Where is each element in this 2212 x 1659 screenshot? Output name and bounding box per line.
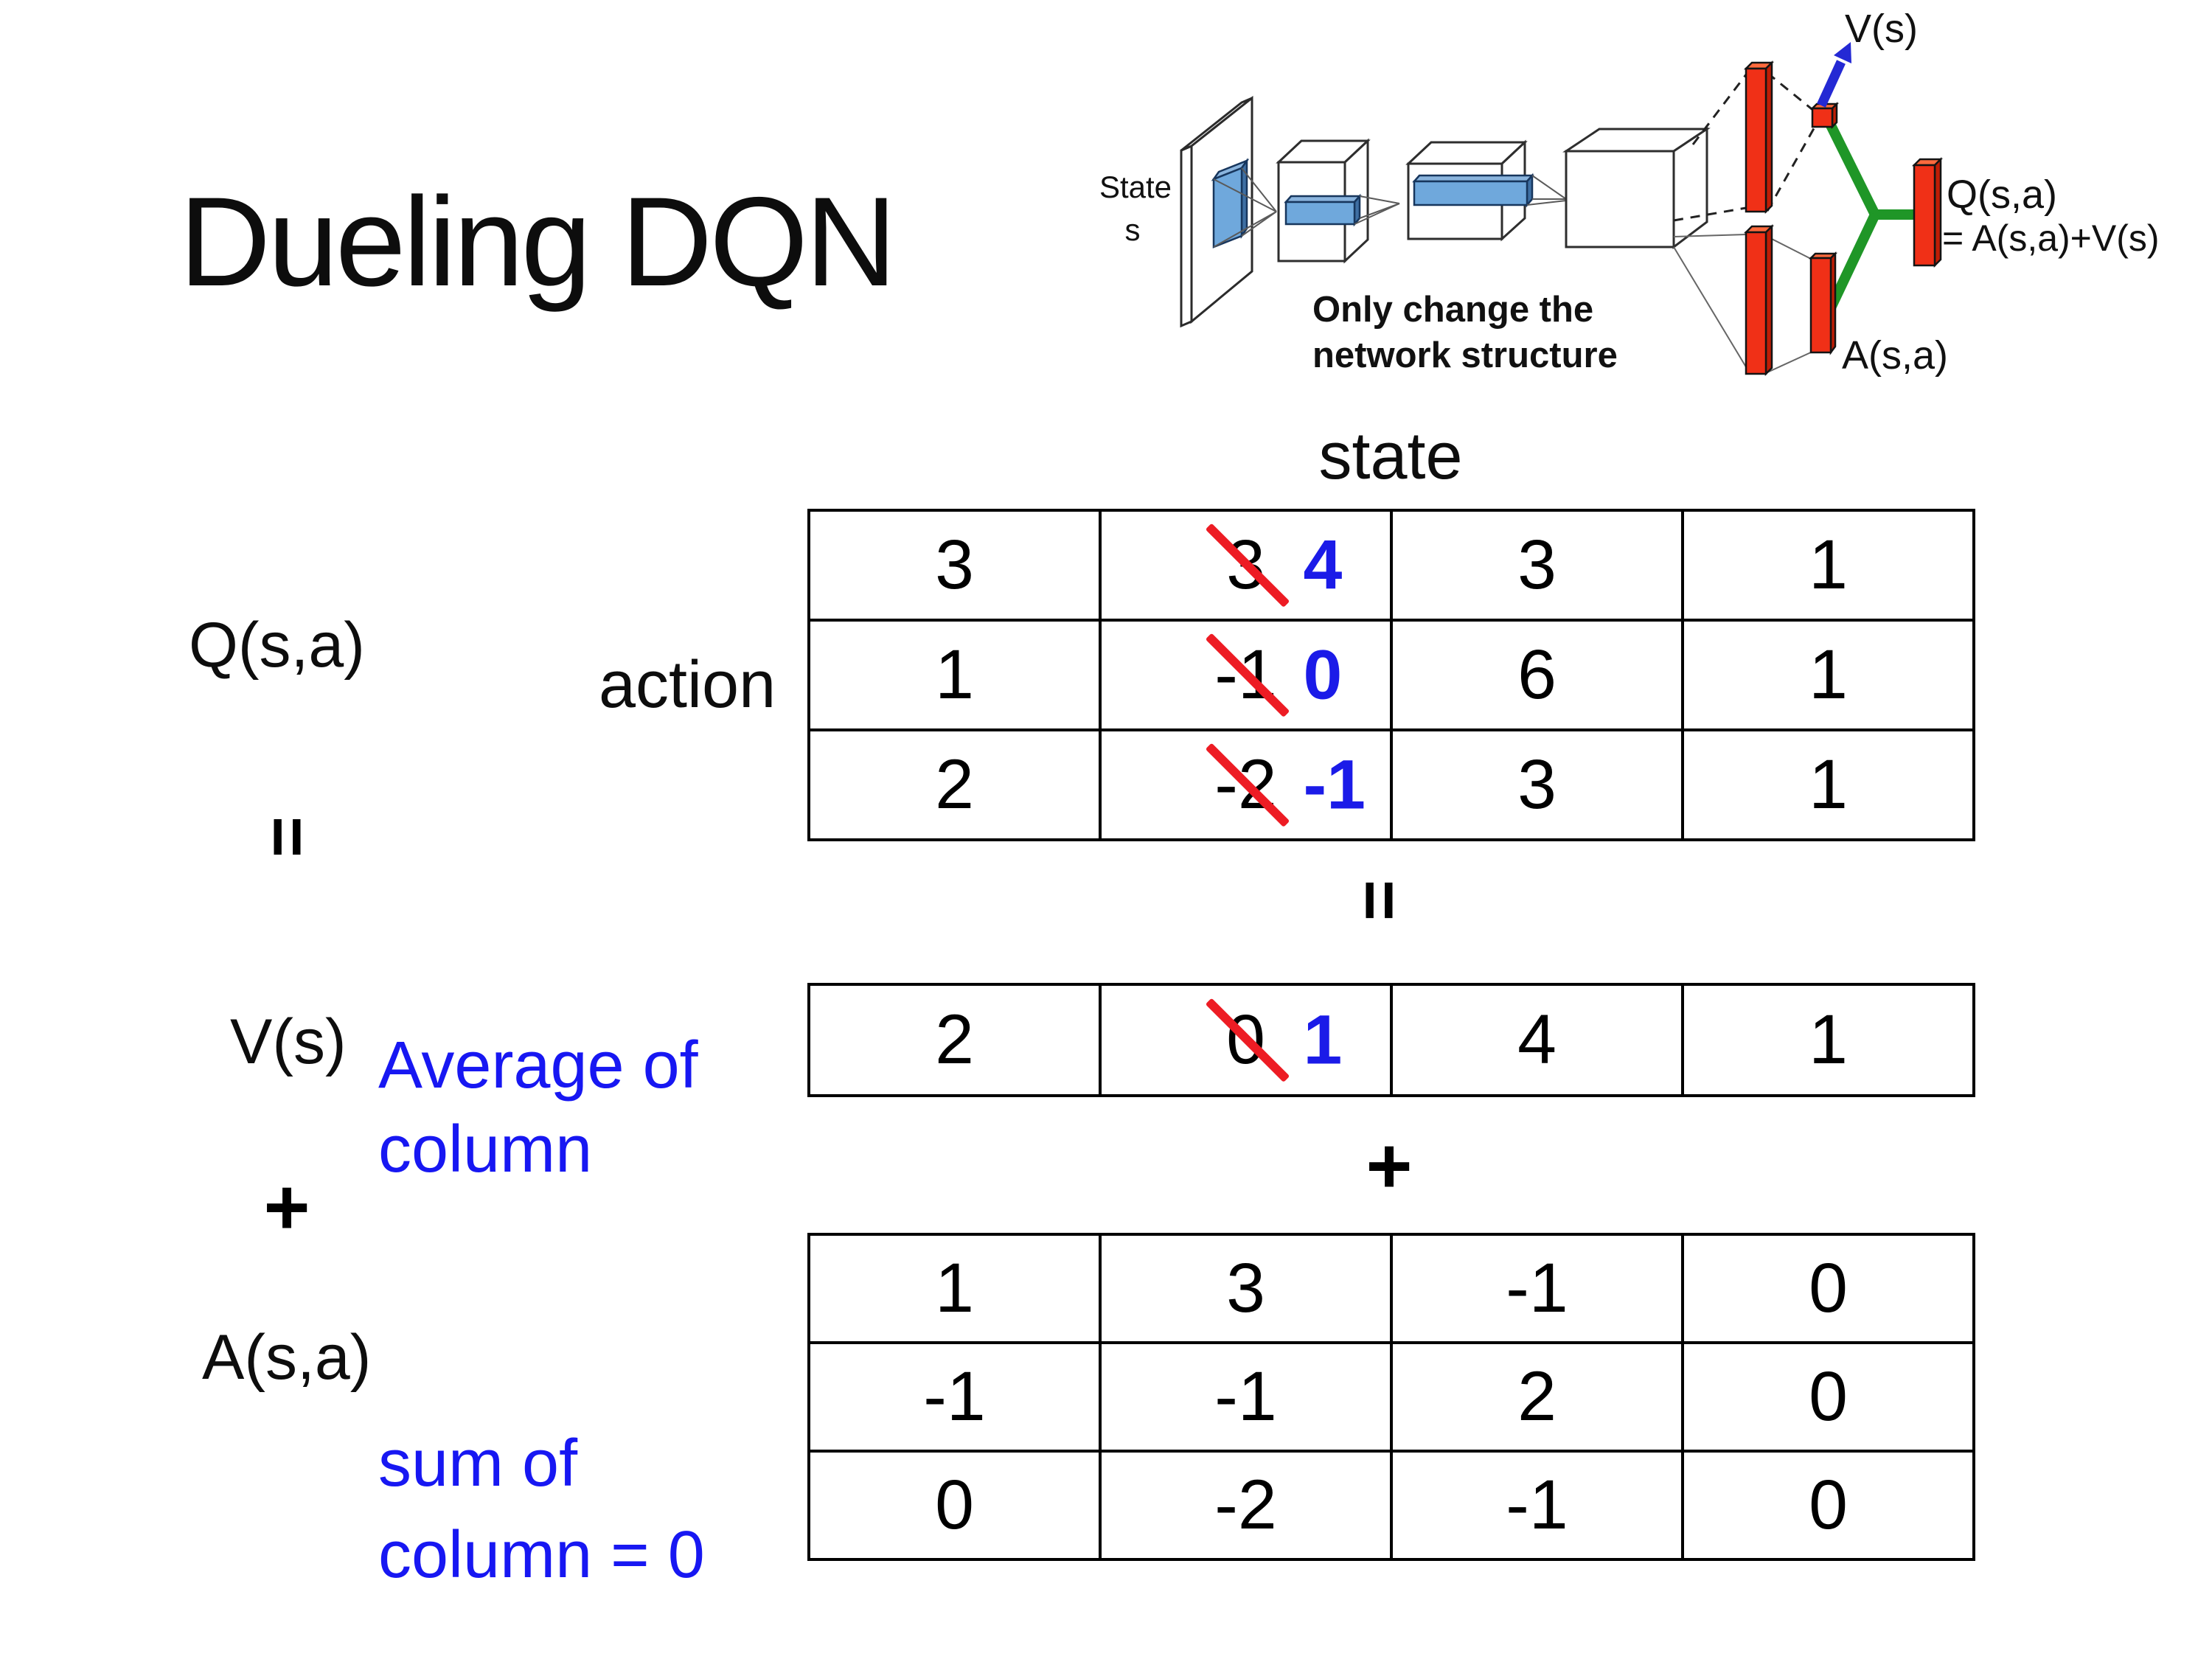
q-value-table: 3 3 4 3 1 1 -1 0 6 1 (807, 509, 1975, 841)
diagram-state-s-label: s (1125, 212, 1141, 247)
state-axis-label: state (1318, 420, 1463, 493)
v-cell-corrected: 0 1 (1099, 983, 1393, 1097)
diagram-q-formula-label: = A(s,a)+V(s) (1942, 218, 2160, 259)
action-axis-label: action (599, 648, 776, 722)
q-output-bar (1911, 156, 1944, 268)
advantage-stream-lines (1673, 234, 1813, 373)
table-row: 2 -2 -1 3 1 (807, 728, 1975, 841)
a-matrix-label: A(s,a) (202, 1322, 372, 1393)
v-output-arrow (1817, 42, 1851, 108)
a-cell: -2 (1099, 1450, 1393, 1561)
v-node-box (1809, 101, 1840, 130)
equals-sign-center: = (1340, 879, 1419, 922)
q-cell: 1 (1681, 509, 1975, 622)
slide-title: Dueling DQN (179, 171, 897, 313)
table-row: 1 -1 0 6 1 (807, 619, 1975, 731)
q-cell-corrected: -1 0 (1099, 619, 1393, 731)
diagram-state-label: State (1099, 170, 1172, 204)
dueling-network-diagram: State s V(s) Q(s,a) = A(s,a)+V(s) A(s,a)… (1099, 7, 2160, 378)
q-cell: 6 (1390, 619, 1684, 731)
conv-fan-lines-1 (1213, 167, 1277, 248)
plus-sign-center: + (1366, 1121, 1413, 1210)
v-cell: 4 (1390, 983, 1684, 1097)
q-cell: 2 (807, 728, 1102, 841)
a-cell: 1 (807, 1233, 1102, 1344)
v-matrix-label: V(s) (230, 1006, 347, 1077)
a-cell: 0 (1681, 1450, 1975, 1561)
diagram-q-output-label: Q(s,a) (1947, 173, 2057, 217)
a-cell: -1 (1390, 1450, 1684, 1561)
q-cell: 3 (1390, 509, 1684, 622)
diagram-note-line2: network structure (1312, 335, 1618, 375)
value-stream-dashed-lines (1673, 70, 1818, 222)
table-row: 3 3 4 3 1 (807, 509, 1975, 622)
equals-sign-left: = (248, 815, 327, 858)
sum-note-line1: sum of (378, 1427, 578, 1500)
v-value-table: 2 0 1 4 1 (807, 983, 1975, 1097)
fc-layer-bar-top (1743, 60, 1775, 215)
q-matrix-label: Q(s,a) (189, 610, 365, 681)
conv-fan-lines-3 (1526, 175, 1567, 206)
table-row: 1 3 -1 0 (807, 1233, 1975, 1344)
corrected-value: -1 (1303, 745, 1366, 824)
feature-bar-2 (1412, 173, 1534, 208)
a-cell: -1 (1099, 1341, 1393, 1453)
diagram-note-line1: Only change the (1312, 290, 1593, 330)
table-row: -1 -1 2 0 (807, 1341, 1975, 1453)
q-cell-corrected: -2 -1 (1099, 728, 1393, 841)
aggregation-connector (1822, 121, 1916, 319)
plus-sign-left: + (263, 1162, 310, 1251)
a-value-table: 1 3 -1 0 -1 -1 2 0 0 -2 -1 0 (807, 1233, 1975, 1561)
diagram-a-output-label: A(s,a) (1842, 333, 1948, 378)
q-cell: 3 (807, 509, 1102, 622)
v-cell: 2 (807, 983, 1102, 1097)
a-cell: 0 (1681, 1233, 1975, 1344)
corrected-value: 4 (1303, 526, 1343, 604)
average-note-line2: column (378, 1113, 593, 1186)
feature-bar-1 (1284, 193, 1362, 227)
diagram-v-output-label: V(s) (1845, 7, 1918, 51)
a-cell: -1 (807, 1341, 1102, 1453)
table-row: 2 0 1 4 1 (807, 983, 1975, 1097)
a-cell: 3 (1099, 1233, 1393, 1344)
a-cell: 2 (1390, 1341, 1684, 1453)
average-note-line1: Average of (378, 1029, 698, 1102)
fc-layer-bar-bottom (1743, 223, 1775, 377)
fc-box (1562, 127, 1711, 250)
q-cell: 3 (1390, 728, 1684, 841)
q-cell: 1 (1681, 619, 1975, 731)
q-cell: 1 (1681, 728, 1975, 841)
a-cell: 0 (807, 1450, 1102, 1561)
v-cell: 1 (1681, 983, 1975, 1097)
a-output-bar (1808, 251, 1838, 355)
sum-note-line2: column = 0 (378, 1518, 705, 1592)
q-cell: 1 (807, 619, 1102, 731)
a-cell: 0 (1681, 1341, 1975, 1453)
conv-fan-lines-2 (1354, 195, 1400, 225)
corrected-value: 1 (1303, 1001, 1343, 1079)
corrected-value: 0 (1303, 636, 1343, 714)
conv-filter-1 (1211, 158, 1250, 248)
a-cell: -1 (1390, 1233, 1684, 1344)
q-cell-corrected: 3 4 (1099, 509, 1393, 622)
table-row: 0 -2 -1 0 (807, 1450, 1975, 1561)
